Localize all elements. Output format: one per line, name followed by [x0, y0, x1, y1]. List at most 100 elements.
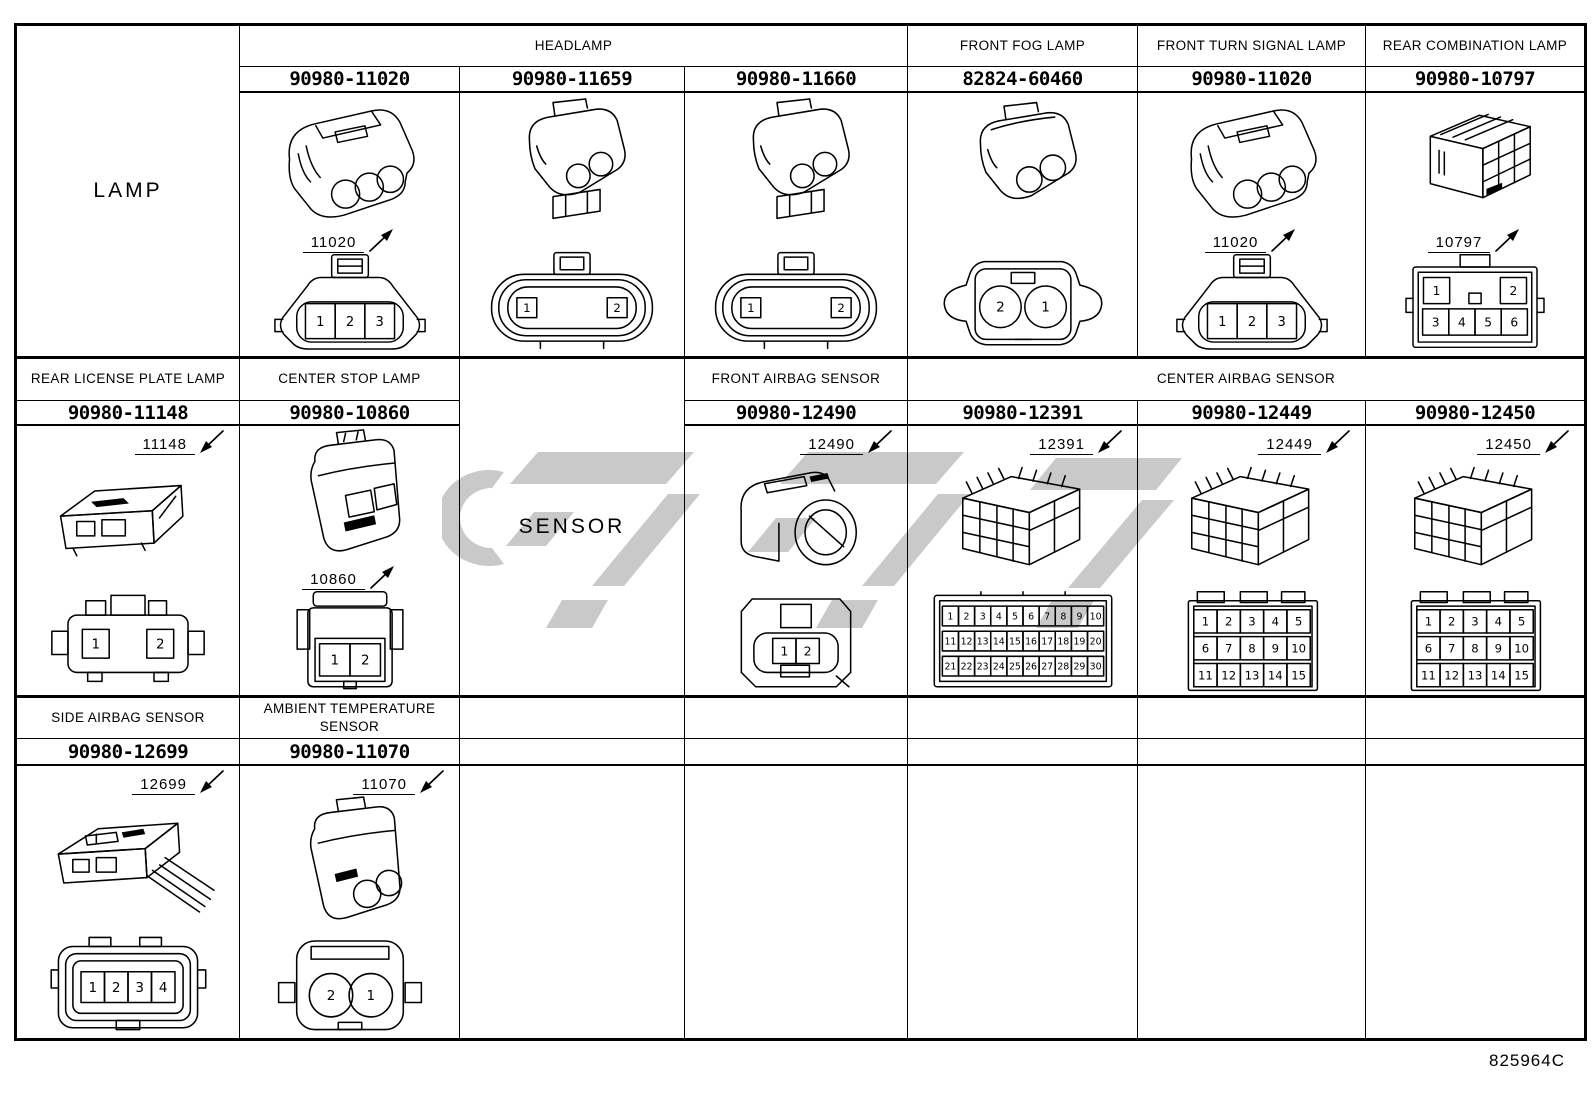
connector-3d-drawing — [979, 101, 1077, 200]
pin-number: 13 — [976, 636, 988, 647]
pin-number: 2 — [613, 301, 620, 315]
pin-number: 3 — [1277, 315, 1285, 330]
pin-number: 3 — [1471, 614, 1478, 628]
callout-arrow-icon — [1098, 430, 1122, 453]
callout-label: 12391 — [1030, 436, 1093, 455]
pin-number: 3 — [979, 611, 985, 622]
pin-number: 2 — [804, 643, 812, 658]
column-header-rear-combination-lamp: REAR COMBINATION LAMP — [1366, 26, 1584, 67]
connector-3d-drawing — [59, 484, 184, 557]
part-number-headlamp-3: 90980-11660 — [685, 67, 908, 93]
pin-number: 10 — [1089, 611, 1101, 622]
pin-number: 10 — [1291, 641, 1306, 655]
pin-number: 3 — [1432, 316, 1440, 330]
part-number-text: 90980-12490 — [735, 401, 857, 424]
pin-number: 5 — [1518, 614, 1525, 628]
connector-3d-drawing — [1189, 109, 1317, 218]
pin-number: 5 — [1294, 614, 1301, 628]
part-callout: 10797 — [1427, 227, 1523, 254]
pin-number: 22 — [960, 661, 972, 672]
connector-3d-drawing — [57, 822, 215, 913]
part-number-headlamp-1: 90980-11020 — [240, 67, 460, 93]
part-number-front-airbag-sensor: 90980-12490 — [685, 401, 908, 426]
pin-number: 1 — [523, 301, 530, 315]
pin-number: 14 — [1491, 668, 1506, 682]
header-text: REAR LICENSE PLATE LAMP — [30, 371, 226, 387]
connector-3d-drawing — [1429, 113, 1531, 199]
pin-number: 27 — [1041, 661, 1053, 672]
pin-number: 9 — [1495, 641, 1502, 655]
header-text: CENTER STOP LAMP — [278, 371, 421, 387]
pin-number: 3 — [135, 980, 144, 996]
part-number-center-airbag-sensor-3: 90980-12450 — [1366, 401, 1584, 426]
empty-cell — [908, 698, 1138, 739]
pin-number: 1 — [1041, 300, 1050, 316]
column-header-front-fog-lamp: FRONT FOG LAMP — [908, 26, 1138, 67]
pin-number: 14 — [992, 636, 1004, 647]
column-header-center-airbag-sensor: CENTER AIRBAG SENSOR — [908, 359, 1584, 401]
empty-cell — [1138, 698, 1366, 739]
pin-number: 1 — [330, 654, 339, 669]
pin-number: 11 — [1198, 668, 1213, 682]
pin-number: 8 — [1060, 611, 1066, 622]
part-number-text: 90980-10797 — [1414, 68, 1536, 90]
part-number-text: 90980-11020 — [289, 68, 410, 90]
column-header-front-airbag-sensor: FRONT AIRBAG SENSOR — [685, 359, 908, 401]
pin-number: 4 — [1458, 316, 1466, 330]
pin-number: 8 — [1471, 641, 1478, 655]
pin-number: 6 — [1425, 641, 1432, 655]
pin-number: 15 — [1291, 668, 1306, 682]
column-header-ambient-temperature-sensor: AMBIENT TEMPERATURE SENSOR — [240, 698, 460, 739]
pin-number: 4 — [995, 611, 1001, 622]
callout-arrow-icon — [1545, 430, 1569, 453]
part-number-center-airbag-sensor-2: 90980-12449 — [1138, 401, 1366, 426]
header-text: SIDE AIRBAG SENSOR — [51, 709, 205, 725]
empty-cell — [685, 698, 908, 739]
callout-label: 10797 — [1427, 234, 1491, 254]
pin-number: 2 — [360, 654, 369, 669]
part-number-text: 90980-12391 — [962, 401, 1083, 424]
parts-table: LAMP HEADLAMP FRONT FOG LAMP FRONT TURN … — [14, 23, 1587, 1041]
pin-number: 1 — [780, 643, 788, 658]
part-number-rear-license-plate-lamp: 90980-11148 — [17, 401, 240, 426]
connector-3d-drawing — [1413, 466, 1533, 566]
pin-number: 15 — [1514, 668, 1529, 682]
part-callout: 11070 — [353, 769, 447, 796]
pin-number: 29 — [1073, 661, 1085, 672]
pin-number: 2 — [963, 611, 969, 622]
header-text: HEADLAMP — [534, 37, 613, 53]
empty-cell — [1366, 766, 1584, 1038]
part-number-text: 90980-12699 — [67, 740, 189, 763]
pin-number: 1 — [91, 637, 100, 652]
callout-arrow-icon — [868, 430, 892, 453]
callout-arrow-icon — [200, 430, 224, 453]
part-callout: 12450 — [1477, 429, 1572, 455]
header-text: FRONT AIRBAG SENSOR — [711, 371, 881, 387]
header-text: CENTER AIRBAG SENSOR — [1156, 371, 1336, 387]
pin-number: 1 — [366, 988, 375, 1004]
column-header-headlamp: HEADLAMP — [240, 26, 908, 67]
pin-number: 12 — [1444, 668, 1459, 682]
part-callout: 11020 — [1204, 227, 1299, 254]
callout-label: 12449 — [1258, 436, 1321, 455]
part-number-text: 90980-12449 — [1191, 401, 1312, 424]
pin-number: 3 — [1248, 614, 1255, 628]
connector-3d-drawing — [961, 466, 1080, 566]
pin-number: 2 — [345, 315, 353, 330]
callout-label: 11020 — [1204, 234, 1267, 254]
part-callout: 12449 — [1258, 429, 1353, 455]
